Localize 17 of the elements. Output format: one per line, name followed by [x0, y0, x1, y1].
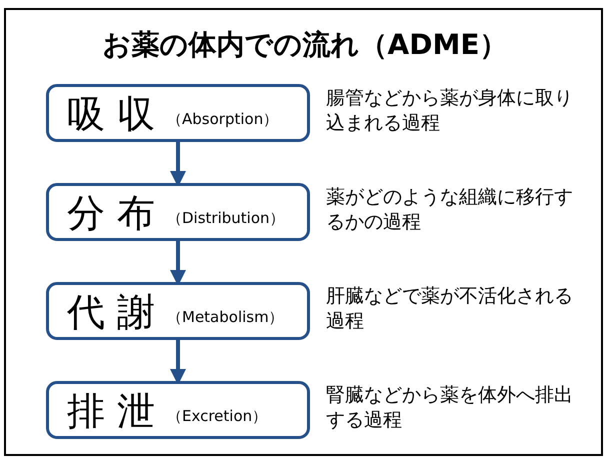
- step-subtitle: （Absorption）: [167, 109, 278, 129]
- process-box: [46, 381, 310, 439]
- step-name: 分 布: [67, 191, 156, 235]
- description: 肝臓などで薬が不活化される過程: [326, 284, 574, 334]
- process-box: [46, 183, 310, 241]
- step-name: 代 謝: [67, 290, 156, 334]
- description: 薬がどのような組織に移行するかの過程: [326, 185, 574, 235]
- step-name: 排 泄: [67, 389, 156, 433]
- description: 腎臓などから薬を体外へ排出する過程: [326, 383, 574, 433]
- step-subtitle: （Excretion）: [167, 406, 268, 426]
- step-subtitle: （Metabolism）: [167, 307, 284, 327]
- step-subtitle: （Distribution）: [167, 208, 285, 228]
- process-box: [46, 282, 310, 340]
- title: お薬の体内での流れ（ADME）: [102, 27, 508, 63]
- step-name: 吸 収: [67, 92, 156, 136]
- description: 腸管などから薬が身体に取り込まれる過程: [326, 86, 574, 136]
- process-box: [46, 84, 310, 142]
